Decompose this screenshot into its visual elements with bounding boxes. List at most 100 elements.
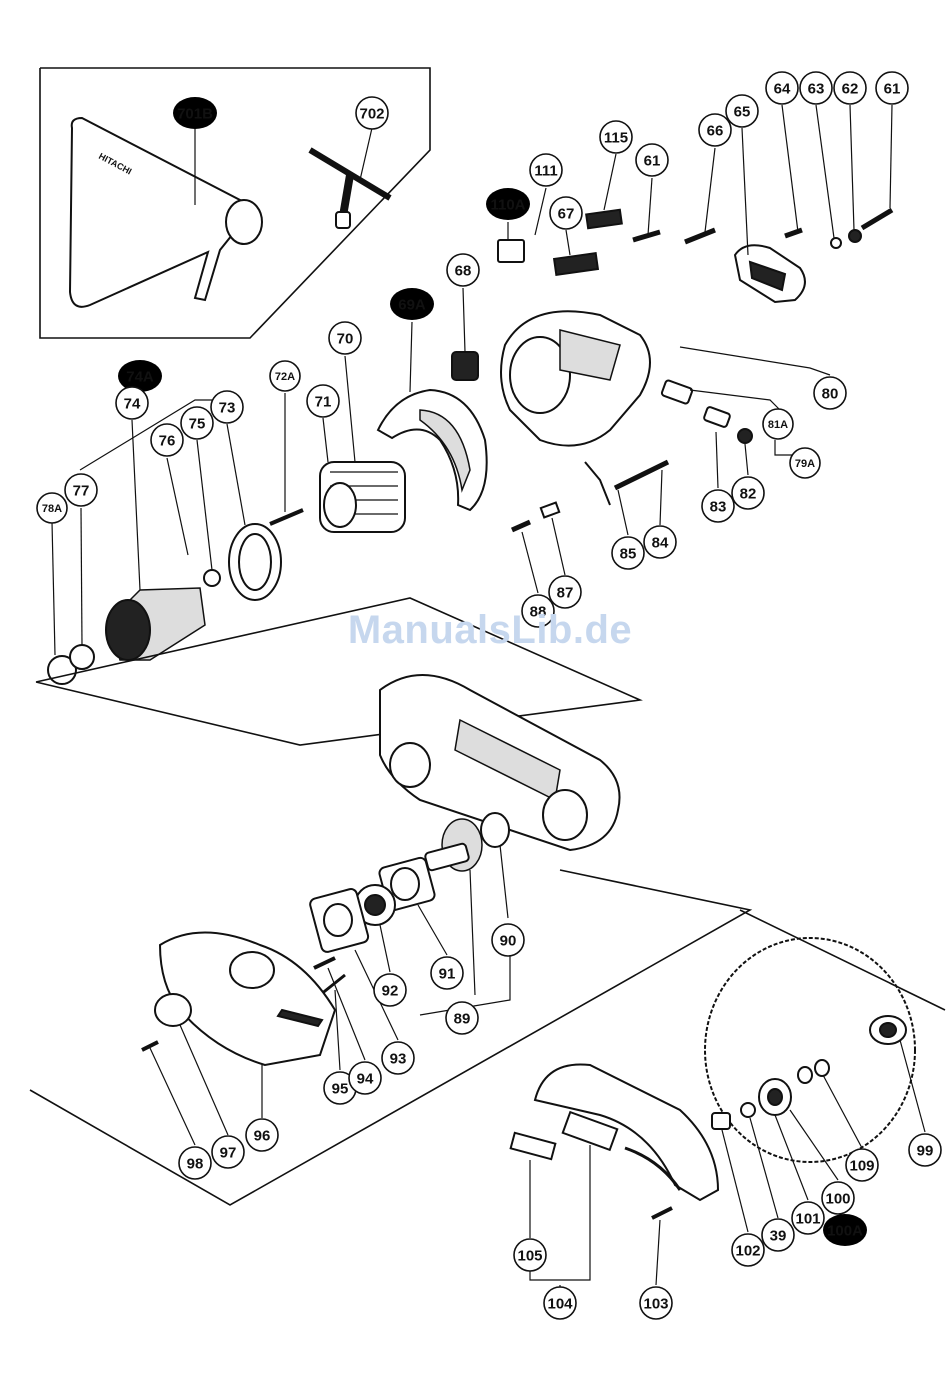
callout-label: 702: [359, 106, 384, 123]
part-callout-85: 85: [612, 537, 644, 569]
callout-label: 90: [500, 933, 517, 950]
part-callout-91: 91: [431, 957, 463, 989]
callout-label: 61: [644, 153, 661, 170]
callout-label: 99: [917, 1143, 934, 1160]
callout-label: 91: [439, 966, 456, 983]
stator-part: [270, 462, 405, 532]
callout-label: 64: [774, 81, 791, 98]
part-callout-75: 75: [181, 407, 213, 439]
callout-label: 79A: [795, 458, 815, 470]
part-callout-103: 103: [640, 1287, 672, 1319]
part-callout-62: 62: [834, 72, 866, 104]
part-callout-96: 96: [246, 1119, 278, 1151]
callout-label: 87: [557, 585, 574, 602]
part-callout-71: 71: [307, 385, 339, 417]
callout-label: 77: [73, 483, 90, 500]
part-callout-80: 80: [814, 377, 846, 409]
callout-label: 88: [530, 604, 547, 621]
part-callout-78a: 78A: [37, 493, 67, 523]
part-callout-701b: 701B: [173, 97, 217, 129]
part-callout-64: 64: [766, 72, 798, 104]
callout-label: 73: [219, 400, 236, 417]
part-callout-61: 61: [636, 144, 668, 176]
callout-label: 109: [849, 1158, 874, 1175]
callout-label: 83: [710, 499, 727, 516]
callout-label: 100A: [827, 1223, 863, 1240]
part-callout-100a: 100A: [823, 1214, 867, 1246]
callout-label: 94: [357, 1071, 374, 1088]
callout-label: 115: [604, 130, 628, 147]
spindle-and-gear-parts: [309, 813, 509, 995]
callout-label: 80: [822, 386, 839, 403]
part-callout-93: 93: [382, 1042, 414, 1074]
callout-label: 701B: [177, 106, 213, 123]
callout-label: 78A: [42, 503, 62, 515]
callout-label: 72A: [275, 371, 295, 383]
part-callout-702: 702: [356, 97, 388, 129]
carrying-case-part: HITACHI: [70, 118, 262, 307]
part-callout-111: 111: [530, 154, 562, 186]
part-callout-74a: 74A: [118, 360, 162, 392]
callout-label: 85: [620, 546, 637, 563]
callout-label: 66: [707, 123, 724, 140]
callout-label: 74A: [126, 369, 154, 386]
part-callout-67: 67: [550, 197, 582, 229]
callout-label: 104: [547, 1296, 573, 1313]
part-callout-115: 115: [600, 121, 632, 153]
part-callout-76: 76: [151, 424, 183, 456]
part-callout-61: 61: [876, 72, 908, 104]
part-callout-97: 97: [212, 1136, 244, 1168]
callout-label: 103: [643, 1296, 668, 1313]
part-callout-105: 105: [514, 1239, 546, 1271]
callout-label: 84: [652, 535, 669, 552]
part-callout-63: 63: [800, 72, 832, 104]
callout-label: 76: [159, 433, 176, 450]
motor-housing-part: [501, 311, 650, 445]
callout-label: 111: [534, 163, 557, 180]
part-callout-82: 82: [732, 477, 764, 509]
callout-label: 70: [337, 331, 354, 348]
callout-label: 67: [558, 206, 575, 223]
callout-label: 105: [517, 1248, 542, 1265]
callout-label: 71: [315, 394, 332, 411]
part-callout-104: 104: [544, 1287, 576, 1319]
callout-label: 101: [795, 1211, 820, 1228]
callout-label: 68: [455, 263, 472, 280]
tail-cover-part: [735, 245, 805, 302]
callout-label: 92: [382, 983, 399, 1000]
callout-label: 96: [254, 1128, 271, 1145]
part-callout-84: 84: [644, 526, 676, 558]
baffle-part: [229, 524, 281, 600]
callout-label: 39: [770, 1228, 787, 1245]
part-callout-74: 74: [116, 387, 148, 419]
part-callout-88: 88: [522, 595, 554, 627]
part-callout-70: 70: [329, 322, 361, 354]
part-callout-99: 99: [909, 1134, 941, 1166]
callout-label: 100: [825, 1191, 850, 1208]
part-callout-73: 73: [211, 391, 243, 423]
lower-guard-part: [142, 933, 335, 1066]
wrench-part: [310, 150, 390, 228]
part-callout-110a: 110A: [486, 188, 530, 220]
callout-label: 93: [390, 1051, 407, 1068]
part-callout-109: 109: [846, 1149, 878, 1181]
armature-part: [48, 570, 220, 684]
callout-label: 65: [734, 104, 751, 121]
callout-label: 75: [189, 416, 206, 433]
part-callout-79a: 79A: [790, 448, 820, 478]
callout-label: 61: [884, 81, 901, 98]
saw-blade-part: [705, 938, 915, 1162]
callout-label: 63: [808, 81, 825, 98]
part-callout-100: 100: [822, 1182, 854, 1214]
callout-label: 69A: [398, 297, 426, 314]
callout-label: 62: [842, 81, 859, 98]
upper-guard-part: [535, 1064, 718, 1200]
part-callout-101: 101: [792, 1202, 824, 1234]
part-callout-77: 77: [65, 474, 97, 506]
callout-label: 82: [740, 486, 757, 503]
part-callout-39: 39: [762, 1219, 794, 1251]
callout-label: 97: [220, 1145, 237, 1162]
part-callout-69a: 69A: [390, 288, 434, 320]
callout-label: 110A: [490, 197, 525, 214]
